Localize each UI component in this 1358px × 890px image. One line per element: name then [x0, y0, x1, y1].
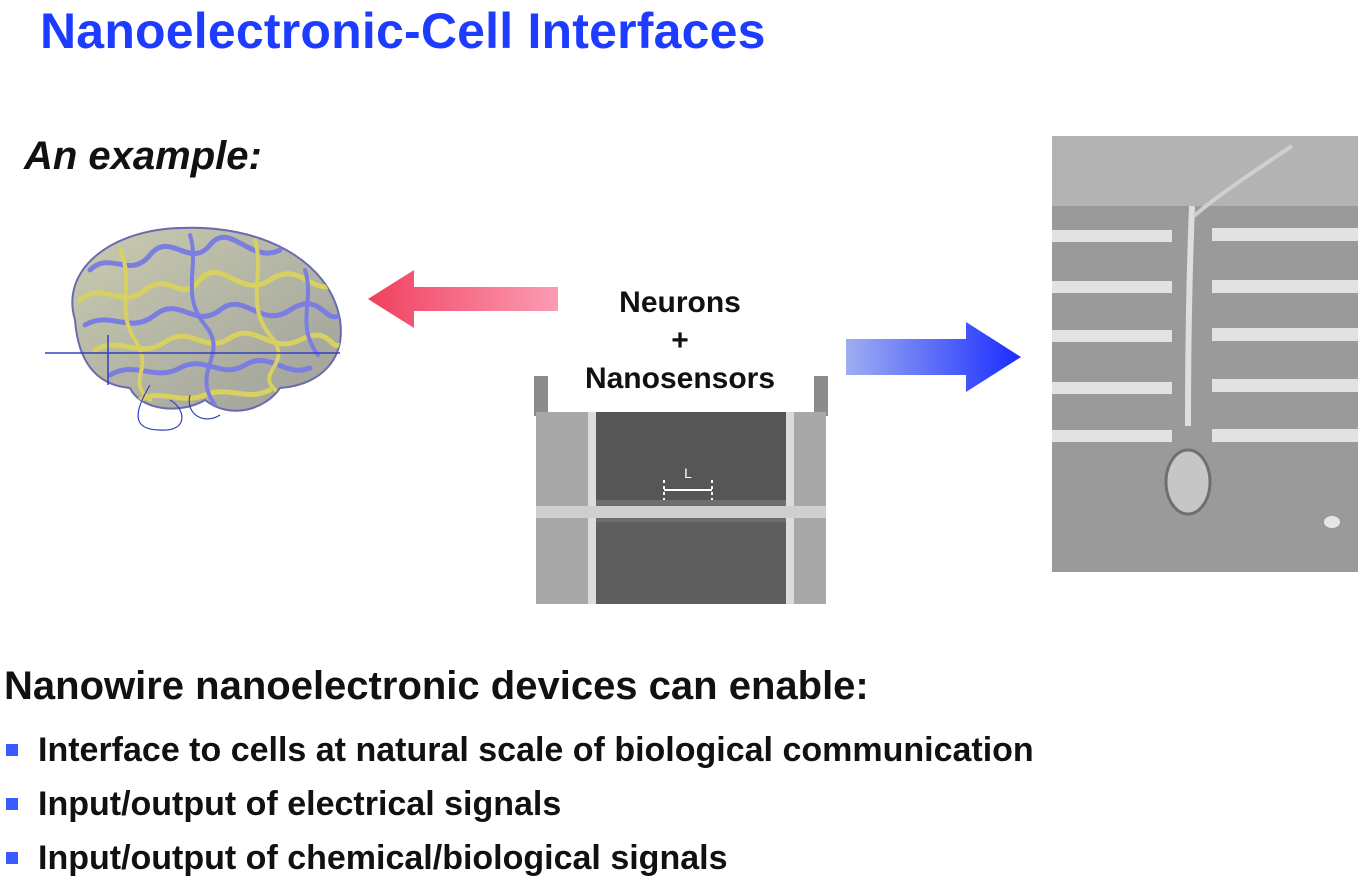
- example-label: An example:: [24, 134, 262, 178]
- list-item: Input/output of electrical signals: [4, 782, 1034, 836]
- nanosensors-text: Nanosensors: [584, 362, 776, 395]
- plus-text: +: [671, 324, 689, 357]
- bullet-square-icon: [6, 798, 18, 810]
- neuron-array-sem-image: [1052, 136, 1358, 572]
- list-item: Interface to cells at natural scale of b…: [4, 728, 1034, 782]
- neurons-nanosensors-label: Neurons + Nanosensors: [560, 284, 800, 398]
- scale-length-label: L: [684, 465, 692, 481]
- nanowire-sem-image: L: [536, 412, 826, 604]
- brain-illustration: [45, 226, 342, 431]
- list-item-text: Input/output of electrical signals: [38, 785, 562, 823]
- list-item-text: Input/output of chemical/biological sign…: [38, 839, 728, 877]
- left-arrow-icon: [368, 270, 558, 328]
- list-item-text: Interface to cells at natural scale of b…: [38, 731, 1034, 769]
- enable-heading: Nanowire nanoelectronic devices can enab…: [4, 664, 869, 708]
- right-arrow-icon: [846, 322, 1021, 392]
- sem-frame-bracket: [534, 376, 828, 416]
- slide-title: Nanoelectronic-Cell Interfaces: [40, 3, 766, 59]
- neurons-text: Neurons: [619, 286, 741, 319]
- list-item: Input/output of chemical/biological sign…: [4, 836, 1034, 890]
- bullet-square-icon: [6, 744, 18, 756]
- benefits-list: Interface to cells at natural scale of b…: [4, 728, 1034, 890]
- bullet-square-icon: [6, 852, 18, 864]
